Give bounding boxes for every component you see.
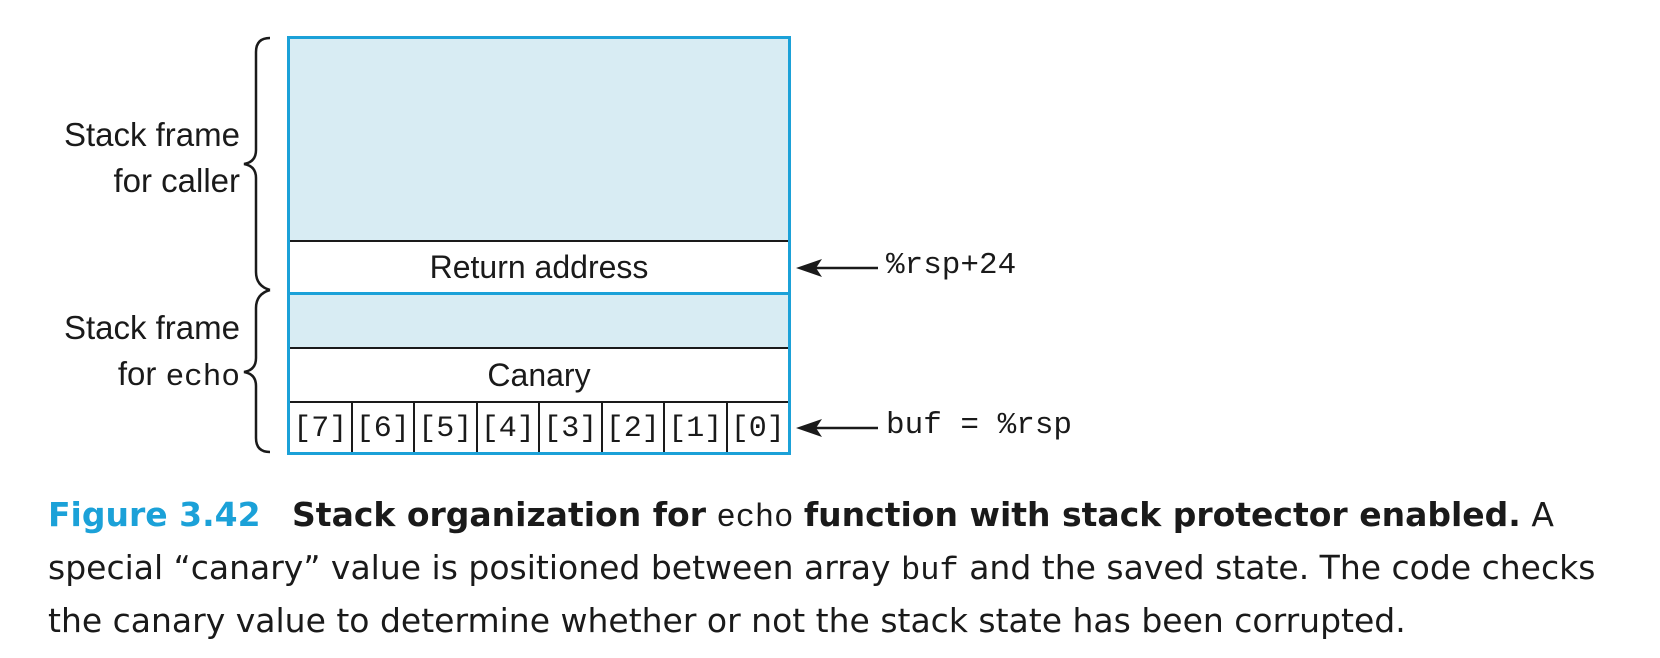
canary-label: Canary — [487, 357, 591, 393]
buf-cell-5: [5] — [413, 403, 476, 452]
buf-cell-4: [4] — [475, 403, 539, 452]
buf-pointer-label: buf = %rsp — [886, 408, 1073, 443]
echo-label-line-2: for echo — [0, 351, 240, 401]
return-pointer-label: %rsp+24 — [886, 248, 1017, 283]
return-address-slot: Return address — [290, 240, 788, 292]
caller-frame-label: Stack frame for caller — [0, 112, 240, 204]
buf-cell-2: [2] — [600, 403, 664, 452]
echo-label-func: echo — [165, 360, 240, 395]
return-address-label: Return address — [429, 249, 649, 285]
figure-title-part1: Stack organization for — [292, 495, 706, 534]
caption-body-part1: A special “canary” value is positioned b… — [48, 495, 1554, 587]
echo-brace-icon — [243, 288, 271, 454]
stack-diagram: Stack frame for caller Stack frame for e… — [0, 36, 1073, 455]
caller-frame-region — [290, 39, 788, 240]
figure-number: Figure 3.42 — [48, 495, 261, 534]
buf-cell-1: [1] — [663, 403, 726, 452]
figure-caption: Figure 3.42 Stack organization for echo … — [48, 490, 1618, 646]
echo-frame-label: Stack frame for echo — [0, 305, 240, 401]
figure-title-part2: function with stack protector enabled. — [803, 495, 1521, 534]
echo-label-line-1: Stack frame — [63, 309, 240, 346]
buf-cell-6: [6] — [350, 403, 414, 452]
buf-cell-0: [0] — [725, 403, 789, 452]
brace-layer — [243, 36, 878, 454]
canary-slot: Canary — [290, 347, 788, 401]
buf-pointer-arrow-icon — [796, 419, 878, 437]
echo-label-for: for — [117, 355, 157, 392]
buf-cell-7: [7] — [293, 412, 348, 446]
caption-body-code: buf — [901, 552, 959, 589]
caller-label-line-1: Stack frame — [63, 116, 240, 153]
return-pointer-arrow-icon — [796, 259, 878, 277]
caption-body-part2: and the saved state. The code checks the… — [48, 548, 1596, 640]
caller-brace-icon — [243, 36, 271, 292]
figure-title-code: echo — [716, 499, 794, 536]
stack-box: Return address Canary [7] [6] [5] [4] [3… — [287, 36, 791, 455]
buf-cell-3: [3] — [538, 403, 601, 452]
echo-saved-region — [290, 292, 788, 347]
buf-array-row: [7] [6] [5] [4] [3] [2] [1] [0] — [290, 401, 788, 452]
caller-label-line-2: for caller — [113, 162, 240, 199]
